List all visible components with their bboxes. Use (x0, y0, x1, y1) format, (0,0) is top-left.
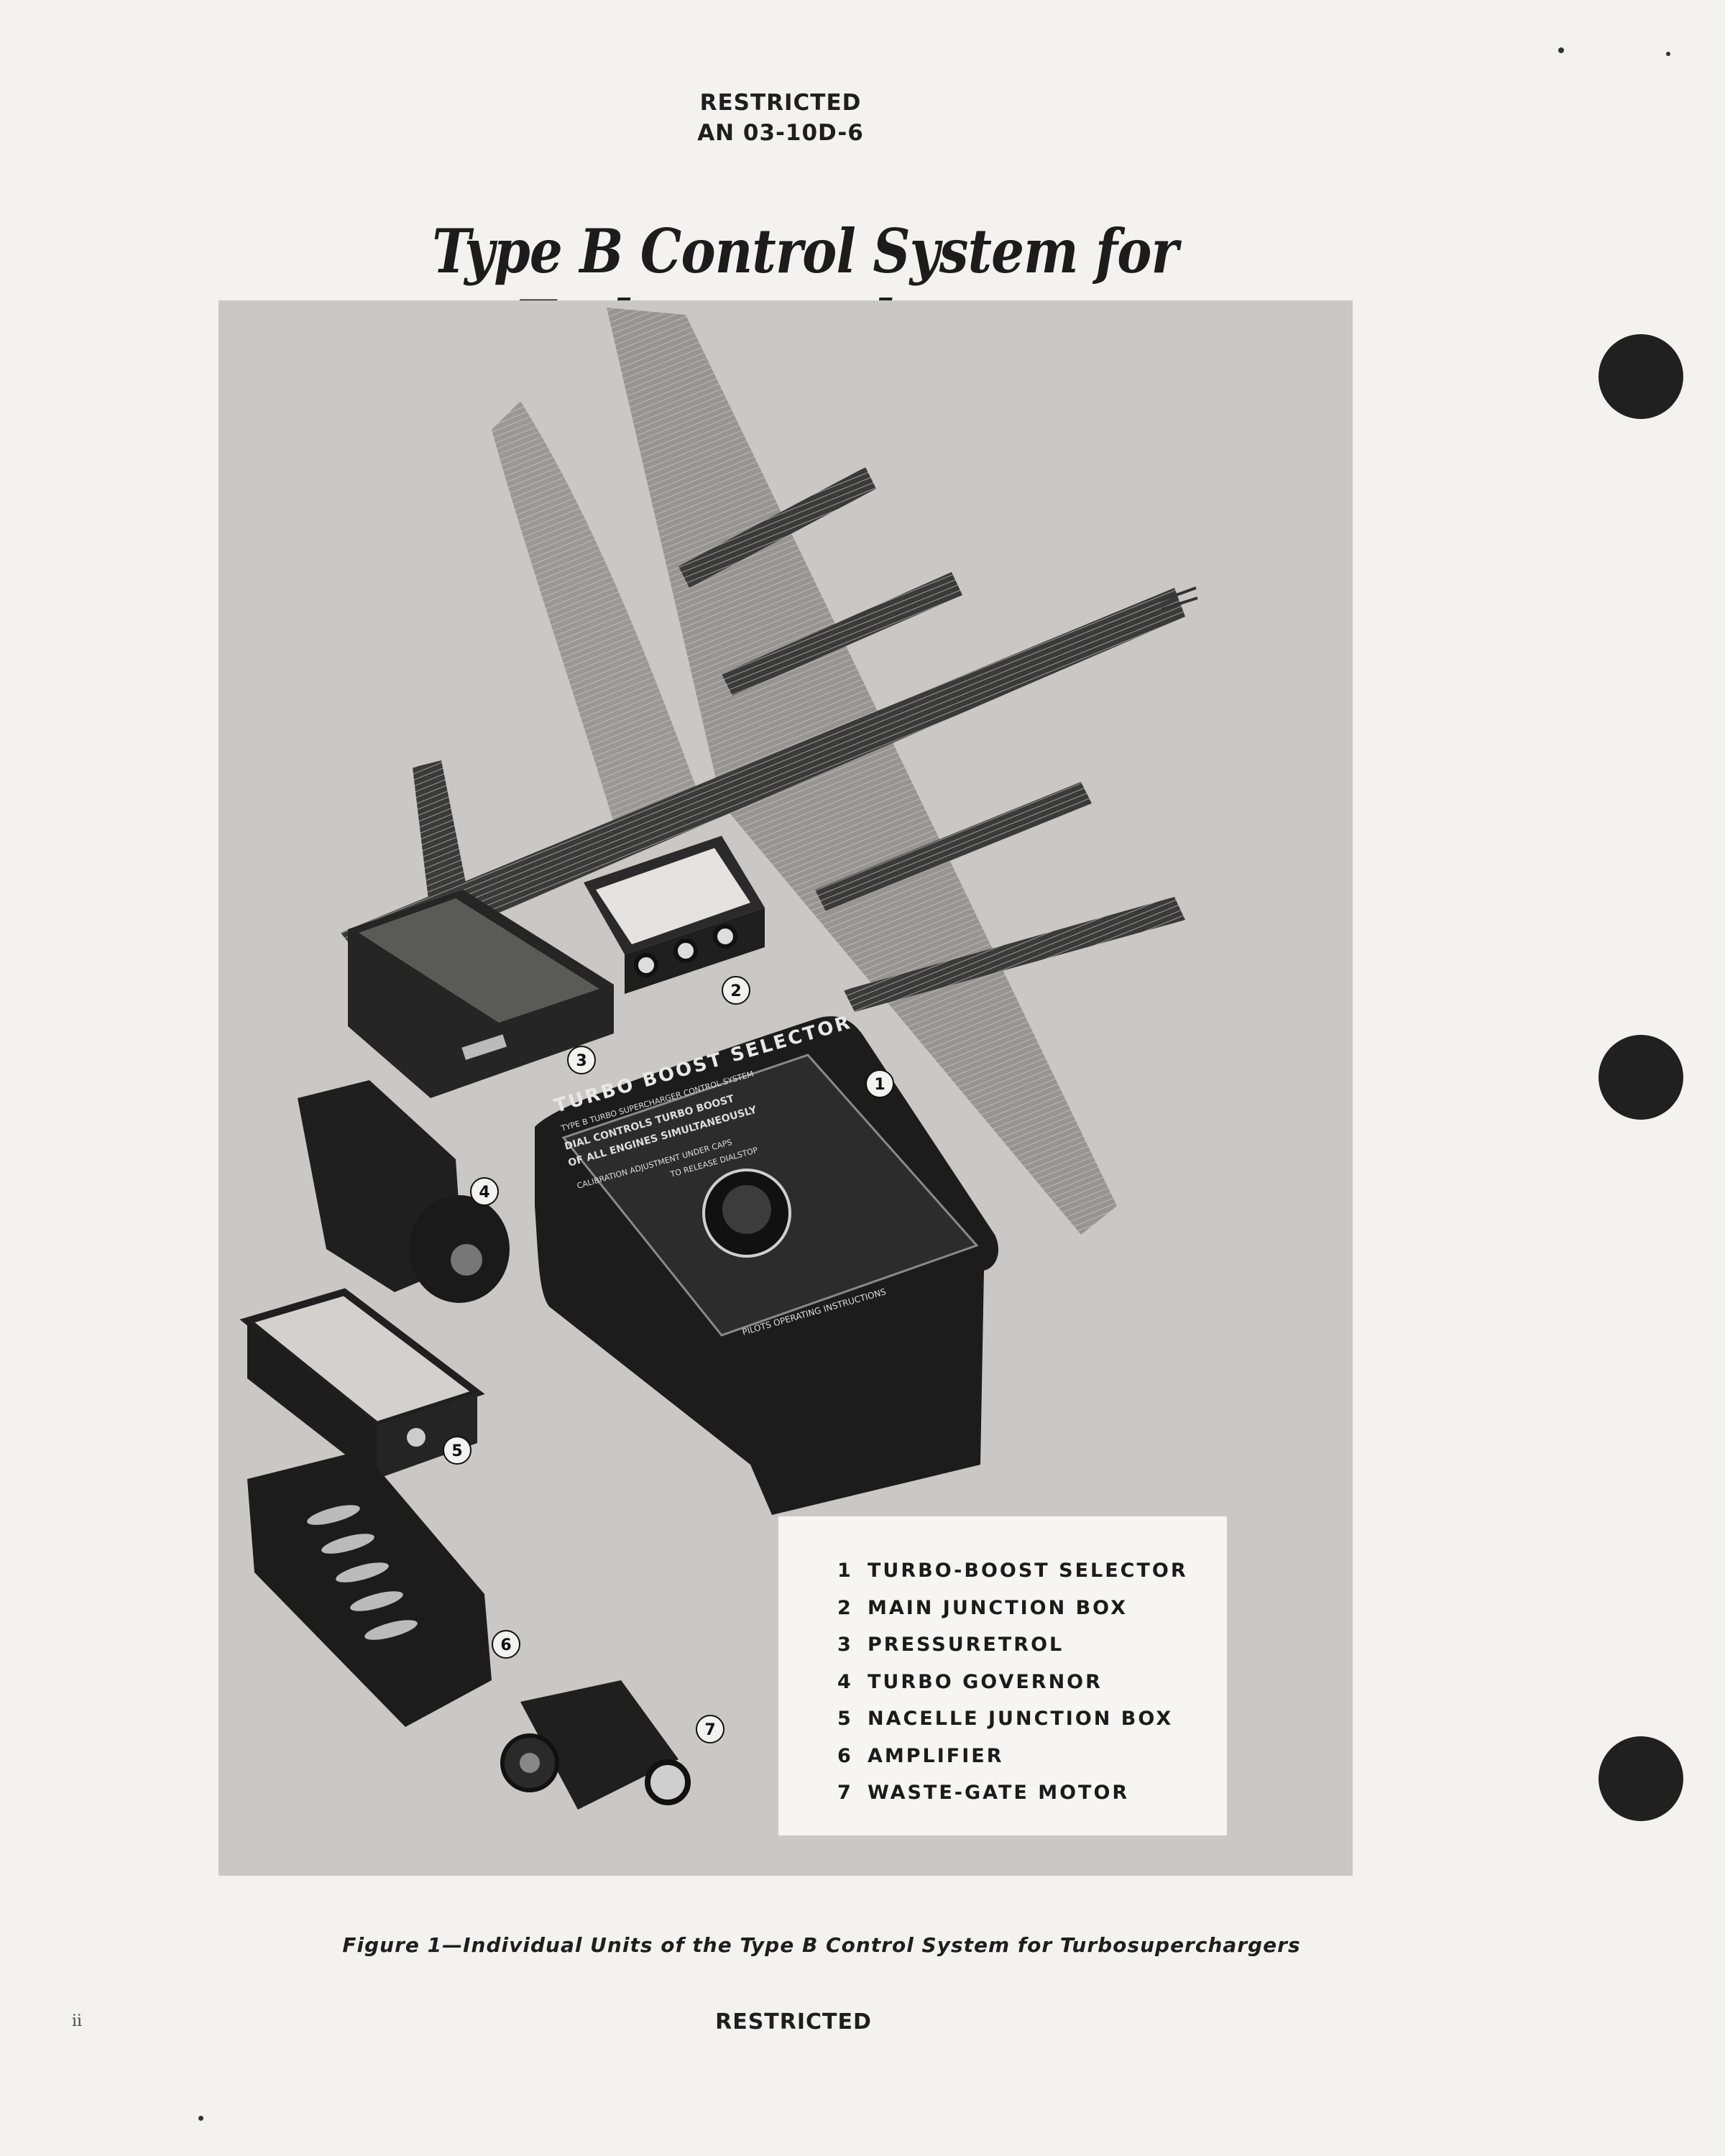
illustration-drawing: TURBO BOOST SELECTOR TYPE B TURBO SUPERC… (239, 308, 1198, 1810)
legend-item: 2 MAIN JUNCTION BOX (837, 1590, 1227, 1627)
legend-number: 4 (837, 1670, 853, 1693)
paper-speck (1666, 52, 1670, 56)
svg-text:2: 2 (730, 982, 741, 1000)
legend-label: AMPLIFIER (868, 1744, 1004, 1767)
bomber-silhouette (341, 308, 1198, 1235)
legend-label: MAIN JUNCTION BOX (868, 1596, 1128, 1619)
binder-hole-top (1598, 334, 1683, 419)
legend-label: TURBO-BOOST SELECTOR (868, 1560, 1188, 1582)
svg-text:1: 1 (874, 1076, 885, 1094)
callout-5: 5 (443, 1436, 472, 1465)
legend-item: 3 PRESSURETROL (837, 1626, 1227, 1664)
legend-number: 1 (837, 1560, 853, 1582)
legend-list: 1 TURBO-BOOST SELECTOR 2 MAIN JUNCTION BOX… (778, 1516, 1227, 1812)
document-number: AN 03-10D-6 (697, 120, 864, 146)
legend-number: 5 (837, 1708, 853, 1730)
header-classification: RESTRICTED (699, 90, 862, 116)
legend-item: 6 AMPLIFIER (837, 1738, 1227, 1775)
turbo-governor (298, 1080, 510, 1303)
page-number: ii (72, 2012, 83, 2030)
turbo-boost-selector: TURBO BOOST SELECTOR TYPE B TURBO SUPERC… (535, 1012, 998, 1515)
legend-label: PRESSURETROL (868, 1634, 1064, 1656)
callout-3: 3 (567, 1046, 596, 1074)
legend-item: 7 WASTE-GATE MOTOR (837, 1774, 1227, 1812)
footer-classification: RESTRICTED (715, 2009, 872, 2035)
legend-item: 1 TURBO-BOOST SELECTOR (837, 1552, 1227, 1590)
legend-label: TURBO GOVERNOR (868, 1670, 1103, 1693)
binder-hole-middle (1598, 1035, 1683, 1120)
binder-hole-bottom (1598, 1736, 1683, 1821)
svg-text:5: 5 (451, 1442, 462, 1460)
legend-number: 2 (837, 1596, 853, 1619)
legend-number: 7 (837, 1782, 853, 1804)
legend-label: NACELLE JUNCTION BOX (868, 1708, 1174, 1730)
callout-7: 7 (696, 1715, 724, 1743)
legend-label: WASTE-GATE MOTOR (868, 1782, 1130, 1804)
callout-4: 4 (470, 1177, 499, 1206)
pressuretrol (348, 890, 614, 1098)
nacelle-junction-box (239, 1288, 485, 1479)
figure-caption: Figure 1—Individual Units of the Type B … (342, 1933, 1301, 1957)
figure-illustration: TURBO BOOST SELECTOR TYPE B TURBO SUPERC… (218, 300, 1353, 1876)
legend-number: 6 (837, 1744, 853, 1767)
legend-item: 5 NACELLE JUNCTION BOX (837, 1700, 1227, 1738)
page-header: RESTRICTED AN 03-10D-6 (0, 88, 1643, 148)
legend-item: 4 TURBO GOVERNOR (837, 1664, 1227, 1701)
svg-text:4: 4 (479, 1184, 489, 1202)
amplifier (247, 1450, 492, 1727)
svg-text:6: 6 (500, 1636, 511, 1654)
main-junction-box (584, 836, 765, 994)
svg-text:3: 3 (576, 1052, 586, 1070)
callout-1: 1 (865, 1069, 894, 1098)
callout-2: 2 (722, 976, 750, 1005)
legend-number: 3 (837, 1634, 853, 1656)
svg-text:7: 7 (704, 1721, 715, 1739)
figure-legend: 1 TURBO-BOOST SELECTOR 2 MAIN JUNCTION BOX… (778, 1516, 1227, 1835)
paper-speck (198, 2116, 203, 2121)
paper-speck (1558, 47, 1564, 53)
waste-gate-motor (500, 1680, 691, 1810)
callout-6: 6 (492, 1630, 520, 1659)
